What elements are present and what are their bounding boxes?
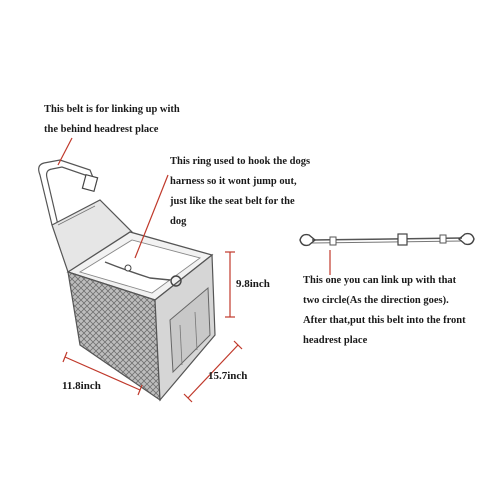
annotation-line: This one you can link up with that: [303, 275, 457, 286]
annotation-line: dog: [170, 216, 187, 227]
annotation-line: the behind headrest place: [44, 124, 159, 135]
dimension-width-label: 11.8inch: [62, 380, 101, 392]
belt-strap-icon: [299, 232, 475, 247]
dim-depth-line: [187, 344, 239, 399]
annotation-line: This ring used to hook the dogs: [170, 156, 311, 167]
seat-diagram-icon: [38, 159, 216, 402]
annotation-pointers: [57, 137, 331, 275]
annotation-headrest-belt: This belt is for linking up with the beh…: [44, 100, 180, 140]
dimension-height-label: 9.8inch: [236, 278, 270, 290]
annotation-line: just like the seat belt for the: [170, 196, 295, 207]
pointer-ring: [134, 174, 169, 259]
annotation-line: two circle(As the direction goes).: [303, 295, 449, 306]
annotation-line: This belt is for linking up with: [44, 104, 180, 115]
headrest-strap: [38, 159, 97, 226]
dim-width-line: [64, 356, 141, 391]
annotation-line: harness so it wont jump out,: [170, 176, 297, 187]
annotation-ring: This ring used to hook the dogs harness …: [170, 152, 310, 232]
pointer-headrest: [57, 137, 73, 166]
buckle-icon: [81, 173, 99, 193]
annotation-line: headrest place: [303, 335, 368, 346]
annotation-line: After that,put this belt into the front: [303, 315, 466, 326]
dimension-lines: [62, 251, 243, 403]
clip-hook-icon: [170, 275, 182, 287]
seat-side-pocket: [169, 286, 211, 374]
dimension-depth-label: 15.7inch: [208, 370, 248, 382]
annotation-front-belt: This one you can link up with that two c…: [303, 271, 466, 351]
